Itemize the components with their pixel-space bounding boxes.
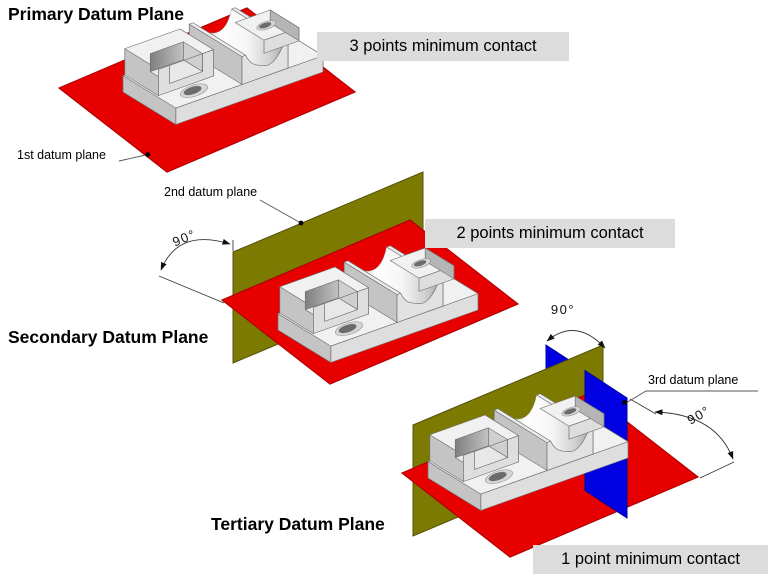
contact-label-primary: 3 points minimum contact bbox=[317, 32, 569, 61]
contact-label-secondary: 2 points minimum contact bbox=[425, 219, 675, 248]
angle-arc-tertiary-right bbox=[654, 409, 734, 460]
leader-dot-second bbox=[298, 220, 304, 226]
title-secondary: Secondary Datum Plane bbox=[8, 327, 209, 347]
leader-line-first bbox=[118, 154, 147, 162]
leader-line-second bbox=[259, 199, 300, 223]
leader-line-third bbox=[625, 390, 758, 404]
angle-arc-secondary bbox=[160, 238, 231, 271]
plane-label-first: 1st datum plane bbox=[17, 148, 106, 162]
angle-label-tertiary-right: 90° bbox=[685, 403, 713, 428]
angle-label-tertiary-top: 90° bbox=[551, 302, 575, 317]
plane-label-third: 3rd datum plane bbox=[648, 373, 739, 387]
title-tertiary: Tertiary Datum Plane bbox=[211, 514, 385, 534]
plane-label-second: 2nd datum plane bbox=[164, 185, 258, 199]
angle-label-secondary: 90° bbox=[170, 226, 198, 249]
contact-label-tertiary: 1 point minimum contact bbox=[533, 545, 768, 574]
title-primary: Primary Datum Plane bbox=[8, 4, 185, 24]
leader-dot-first bbox=[145, 152, 151, 158]
angle-extension-lines-tertiary-right bbox=[629, 398, 735, 479]
angle-arc-tertiary-top bbox=[546, 330, 606, 349]
leader-dot-third bbox=[622, 400, 627, 405]
angle-extension-lines-secondary bbox=[158, 240, 234, 304]
